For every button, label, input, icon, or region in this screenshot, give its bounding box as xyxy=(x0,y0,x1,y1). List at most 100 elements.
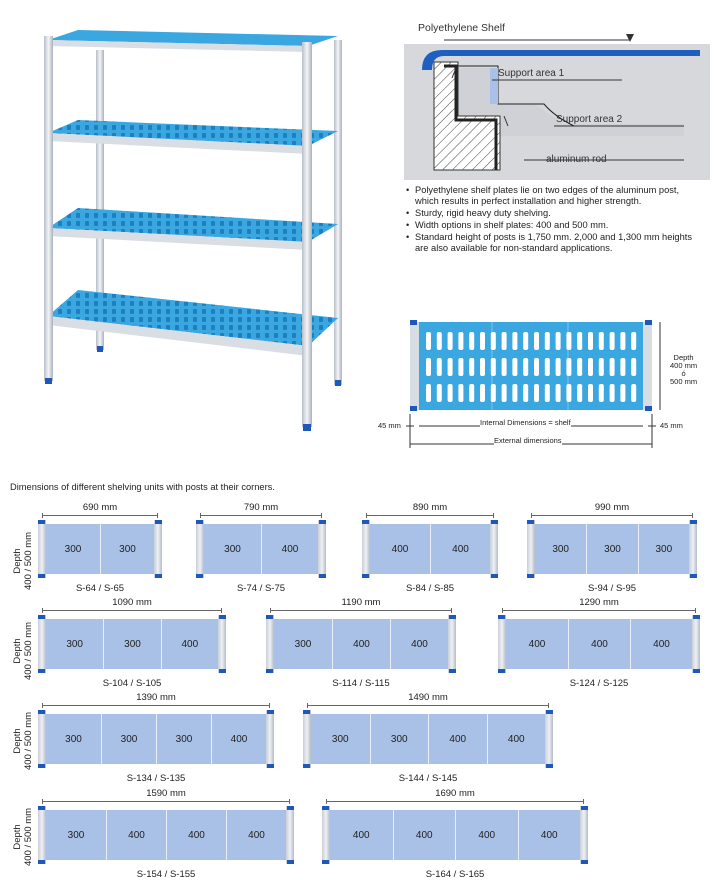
post-cap xyxy=(38,860,45,864)
external-dimension-label: External dimensions xyxy=(494,436,562,445)
width-dimension-line xyxy=(326,799,584,804)
shelf-panel: 400 xyxy=(630,619,692,669)
post-cap xyxy=(303,764,310,768)
left-post-dimension: 45 mm xyxy=(378,421,401,430)
internal-dimension-label: Internal Dimensions = shelf xyxy=(480,418,571,427)
shelf-panel: 400 xyxy=(455,810,518,860)
corner-post xyxy=(38,710,46,768)
unit-width-label: 790 mm xyxy=(243,502,279,513)
post-cap xyxy=(196,574,203,578)
shelving-rack-illustration xyxy=(44,30,342,431)
unit-width-label: 1390 mm xyxy=(136,692,176,703)
corner-post xyxy=(266,615,274,673)
post-cap xyxy=(38,520,45,524)
width-dimension-line xyxy=(270,608,452,613)
width-dimension-line xyxy=(42,513,158,518)
post-cap xyxy=(287,860,294,864)
unit-model-code: S-94 / S-95 xyxy=(587,583,637,594)
unit-width-label: 1090 mm xyxy=(112,597,152,608)
shelf-panel: 300 xyxy=(586,524,638,574)
shelf-panel: 300 xyxy=(311,714,370,764)
post-cap xyxy=(303,710,310,714)
unit-model-code: S-124 / S-125 xyxy=(569,678,629,689)
corner-post xyxy=(38,806,46,864)
corner-post xyxy=(362,520,370,578)
section-caption: Dimensions of different shelving units w… xyxy=(10,482,275,492)
post-cap xyxy=(267,764,274,768)
corner-post xyxy=(580,806,588,864)
shelf-panel: 400 xyxy=(330,810,393,860)
post-cap xyxy=(322,806,329,810)
post-cap xyxy=(38,669,45,673)
corner-post xyxy=(527,520,535,578)
width-dimension-line xyxy=(42,608,222,613)
corner-post xyxy=(218,615,226,673)
unit-model-code: S-164 / S-165 xyxy=(425,869,485,880)
feature-item: Width options in shelf plates: 400 and 5… xyxy=(404,220,704,231)
post-cap xyxy=(527,520,534,524)
aluminum-rod-label: aluminum rod xyxy=(546,154,607,165)
unit-width-label: 690 mm xyxy=(82,502,118,513)
unit-model-code: S-154 / S-155 xyxy=(136,869,196,880)
shelf-panel: 300 xyxy=(637,524,689,574)
corner-post xyxy=(286,806,294,864)
shelf-panel: 300 xyxy=(204,524,261,574)
corner-post xyxy=(490,520,498,578)
post-cap xyxy=(693,669,700,673)
corner-post xyxy=(154,520,162,578)
shelf-panel: 400 xyxy=(392,810,455,860)
unit-width-label: 990 mm xyxy=(594,502,630,513)
corner-post xyxy=(322,806,330,864)
unit-model-code: S-144 / S-145 xyxy=(398,773,458,784)
post-cap xyxy=(491,574,498,578)
post-cap xyxy=(196,520,203,524)
shelf-panel: 300 xyxy=(46,810,106,860)
shelf-panel: 400 xyxy=(261,524,318,574)
shelf-panel: 400 xyxy=(517,810,580,860)
shelf-panel: 400 xyxy=(106,810,166,860)
shelf-top-view-diagram: Depth 400 mm ó 500 mm 45 mm 45 mm Intern… xyxy=(370,310,710,460)
shelf-panel: 400 xyxy=(226,810,286,860)
post-cap xyxy=(319,520,326,524)
post-cap xyxy=(266,669,273,673)
corner-post xyxy=(318,520,326,578)
post-cap xyxy=(287,806,294,810)
shelf-panel: 300 xyxy=(535,524,587,574)
corner-post xyxy=(196,520,204,578)
corner-post xyxy=(448,615,456,673)
post-cap xyxy=(219,669,226,673)
corner-post xyxy=(38,615,46,673)
post-cap xyxy=(266,615,273,619)
unit-model-code: S-64 / S-65 xyxy=(75,583,125,594)
shelf-panel: 400 xyxy=(211,714,266,764)
post-cap xyxy=(527,574,534,578)
support-area-1-label: Support area 1 xyxy=(498,68,565,79)
width-dimension-line xyxy=(42,703,270,708)
post-cap xyxy=(322,860,329,864)
corner-post xyxy=(266,710,274,768)
post-cap xyxy=(581,860,588,864)
post-cap xyxy=(581,806,588,810)
feature-item: Sturdy, rigid heavy duty shelving. xyxy=(404,208,704,219)
unit-width-label: 1190 mm xyxy=(341,597,381,608)
post-cap xyxy=(498,669,505,673)
width-dimension-line xyxy=(307,703,549,708)
width-dimension-line xyxy=(42,799,290,804)
post-cap xyxy=(38,615,45,619)
post-cap xyxy=(690,520,697,524)
